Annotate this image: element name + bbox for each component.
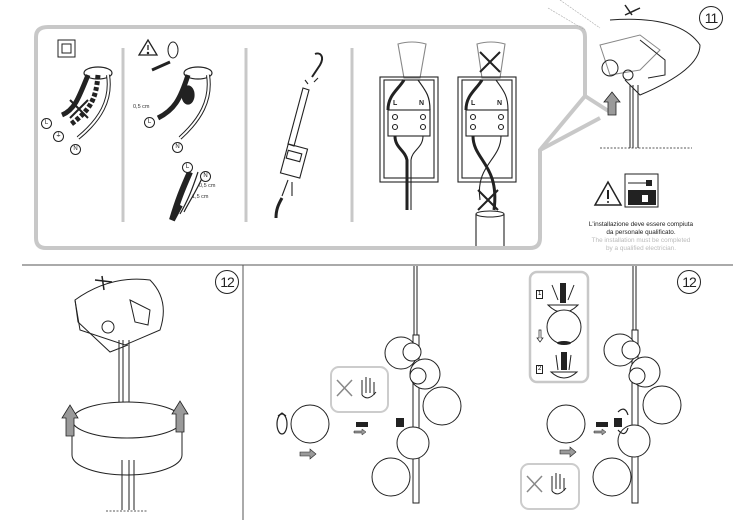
terminal-neutral-label: N <box>200 171 211 182</box>
warning-it-line: da personale qualificato. <box>606 229 676 236</box>
strip-length-label: 0,5 cm <box>133 104 150 110</box>
right-arrow-icon <box>559 446 577 458</box>
stem-with-terminal-block <box>274 52 324 219</box>
canopy-cover-ring <box>71 401 183 476</box>
callout-pointer <box>539 94 612 152</box>
strip-length-label: 0,5 cm <box>199 183 216 189</box>
mount-step-1: 1 <box>536 290 544 299</box>
stripped-cable <box>156 66 213 140</box>
double-insulation-icon <box>57 39 76 58</box>
disassembly-guide-lines <box>547 0 601 31</box>
bulb-holder-icon <box>356 418 404 427</box>
terminal-neutral-label: N <box>172 142 183 153</box>
up-arrow-icon <box>171 400 189 433</box>
block-neutral-label: N <box>497 100 503 107</box>
terminal-block-incorrect <box>457 41 517 246</box>
terminal-live-label: L <box>182 162 193 173</box>
cable-wires-no-earth <box>60 66 113 140</box>
glass-globe-detached <box>290 404 330 444</box>
terminal-live-label: L <box>41 118 52 129</box>
up-arrow-icon <box>603 91 621 116</box>
warning-triangle-icon <box>593 180 623 206</box>
right-arrow-icon <box>593 428 607 436</box>
warning-text-italian: L'installazione deve essere compiuta da … <box>555 221 727 237</box>
warning-triangle-icon <box>137 38 159 56</box>
right-arrow-icon <box>353 428 367 436</box>
terminal-block-correct <box>379 41 439 210</box>
right-arrow-icon <box>299 448 317 460</box>
strip-length-label: 1,5 cm <box>192 194 209 200</box>
pendant-stem <box>412 266 420 504</box>
no-bare-hands-icon <box>520 463 580 510</box>
callout-frame <box>34 25 587 250</box>
block-live-label: L <box>393 100 398 107</box>
terminal-live-label: L <box>144 117 155 128</box>
terminal-neutral-label: N <box>70 144 81 155</box>
earth-icon: ⏚ <box>53 131 64 142</box>
glass-mount-detail-box <box>528 270 590 384</box>
disconnect-power-icon <box>624 173 659 208</box>
block-live-label: L <box>471 100 476 107</box>
glass-globe-detached <box>546 404 586 444</box>
ceiling-canopy-mounting <box>74 275 164 405</box>
warning-text-english: The installation must be completed by a … <box>555 237 727 253</box>
warning-en-line: by a qualified electrician. <box>606 245 676 252</box>
step-number-12: 12 <box>677 270 701 294</box>
step-number-11: 11 <box>699 6 723 30</box>
pendant-stem <box>631 266 639 504</box>
no-bare-hands-icon <box>330 366 389 413</box>
glass-globe <box>371 336 462 497</box>
step-number-12: 12 <box>215 270 239 294</box>
bulb-holder-icon <box>596 408 629 435</box>
up-arrow-icon <box>61 404 79 437</box>
cables-below-canopy <box>121 460 135 510</box>
warning-it-line: L'installazione deve essere compiuta <box>588 221 694 228</box>
mount-step-2: 2 <box>536 365 544 374</box>
rotate-icon <box>276 412 288 435</box>
warning-en-line: The installation must be completed <box>591 237 691 244</box>
ceiling-canopy-open <box>599 4 701 148</box>
stripping-tool-icon <box>151 41 179 72</box>
block-neutral-label: N <box>419 100 425 107</box>
